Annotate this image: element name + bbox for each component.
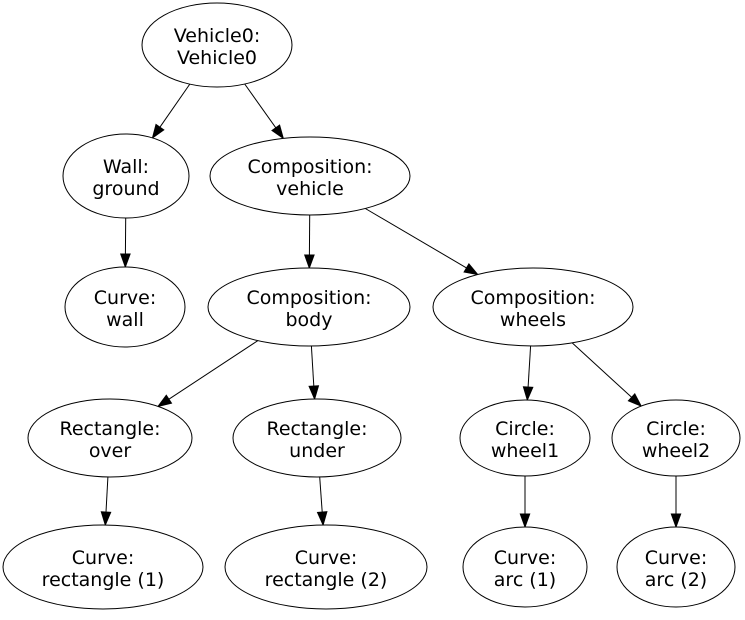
diagram-node-vehicle0: Vehicle0:Vehicle0	[142, 3, 292, 87]
edge-line	[245, 84, 276, 128]
edge-arrowhead-icon	[305, 255, 314, 268]
node-label-line2: arc (2)	[645, 569, 707, 591]
node-label-line1: Circle:	[646, 418, 706, 440]
node-label-line1: Curve:	[295, 547, 357, 569]
edge-arrowhead-icon	[318, 512, 327, 525]
edge-line	[160, 84, 190, 127]
diagram-edge-comp_wheels-circle_wheel2	[572, 343, 641, 406]
diagram-edge-wall_ground-curve_wall	[121, 218, 130, 267]
edge-line	[106, 477, 108, 512]
diagram-edge-comp_vehicle-comp_body	[305, 215, 314, 268]
node-label-line1: Composition:	[246, 287, 371, 309]
diagram-node-comp_vehicle: Composition:vehicle	[210, 137, 410, 215]
node-label-line2: arc (1)	[494, 569, 556, 591]
edge-arrowhead-icon	[309, 386, 318, 399]
edge-line	[169, 341, 258, 400]
edge-arrowhead-icon	[158, 395, 172, 406]
diagram-edge-rect_over-curve_rect1	[101, 477, 110, 525]
node-label-line1: Curve:	[645, 547, 707, 569]
edge-line	[365, 209, 466, 268]
diagram-edge-comp_vehicle-comp_wheels	[365, 209, 477, 275]
node-label-line1: Wall:	[103, 156, 149, 178]
node-label-line2: rectangle (2)	[265, 569, 388, 591]
diagram-edge-circle_wheel1-curve_arc1	[520, 476, 529, 527]
node-label-line2: rectangle (1)	[42, 569, 165, 591]
edge-line	[528, 346, 531, 387]
node-label-line1: Curve:	[494, 547, 556, 569]
diagram-edge-comp_wheels-circle_wheel1	[523, 346, 532, 400]
node-label-line2: wheel2	[642, 440, 710, 462]
diagram-node-wall_ground: Wall:ground	[63, 134, 189, 218]
edge-line	[311, 346, 313, 386]
node-label-line2: Vehicle0	[177, 47, 257, 69]
diagram-node-curve_arc2: Curve:arc (2)	[617, 527, 735, 607]
node-label-line1: Rectangle:	[59, 418, 160, 440]
diagram-node-circle_wheel2: Circle:wheel2	[612, 400, 740, 476]
edge-arrowhead-icon	[121, 254, 130, 267]
node-label-line2: wheels	[500, 309, 566, 331]
edge-arrowhead-icon	[523, 387, 532, 400]
diagram-node-comp_wheels: Composition:wheels	[433, 268, 633, 346]
edge-arrowhead-icon	[671, 514, 680, 527]
edge-line	[320, 477, 323, 512]
edge-arrowhead-icon	[153, 125, 164, 138]
node-label-line2: vehicle	[276, 178, 344, 200]
diagram-node-rect_under: Rectangle:under	[233, 399, 401, 477]
diagram-node-curve_arc1: Curve:arc (1)	[463, 527, 587, 607]
node-label-line2: ground	[92, 178, 159, 200]
edge-arrowhead-icon	[272, 125, 283, 138]
diagram-edge-circle_wheel2-curve_arc2	[671, 476, 680, 527]
node-label-line2: wall	[106, 309, 144, 331]
diagram-edge-comp_body-rect_under	[309, 346, 318, 399]
diagram-edge-rect_under-curve_rect2	[318, 477, 327, 525]
diagram-edge-comp_body-rect_over	[158, 341, 258, 407]
edge-arrowhead-icon	[464, 264, 478, 275]
node-label-line1: Vehicle0:	[174, 25, 260, 47]
node-label-line1: Circle:	[495, 418, 555, 440]
node-label-line1: Composition:	[470, 287, 595, 309]
node-label-line1: Composition:	[247, 156, 372, 178]
diagram-node-rect_over: Rectangle:over	[28, 399, 192, 477]
node-label-line2: under	[289, 440, 345, 462]
diagram-node-curve_rect2: Curve:rectangle (2)	[225, 525, 427, 609]
node-label-line1: Curve:	[94, 287, 156, 309]
diagram-node-circle_wheel1: Circle:wheel1	[460, 400, 590, 476]
node-label-line1: Rectangle:	[266, 418, 367, 440]
diagram-node-curve_wall: Curve:wall	[65, 267, 185, 347]
edge-line	[572, 343, 631, 397]
diagram-node-curve_rect1: Curve:rectangle (1)	[3, 525, 203, 609]
diagram-node-comp_body: Composition:body	[208, 268, 410, 346]
node-label-line2: body	[286, 309, 333, 331]
diagram-edge-vehicle0-wall_ground	[153, 84, 190, 138]
edge-arrowhead-icon	[520, 514, 529, 527]
edge-arrowhead-icon	[101, 512, 110, 525]
diagram-edge-vehicle0-comp_vehicle	[245, 84, 284, 138]
node-label-line2: over	[89, 440, 132, 462]
node-label-line2: wheel1	[491, 440, 559, 462]
node-label-line1: Curve:	[72, 547, 134, 569]
